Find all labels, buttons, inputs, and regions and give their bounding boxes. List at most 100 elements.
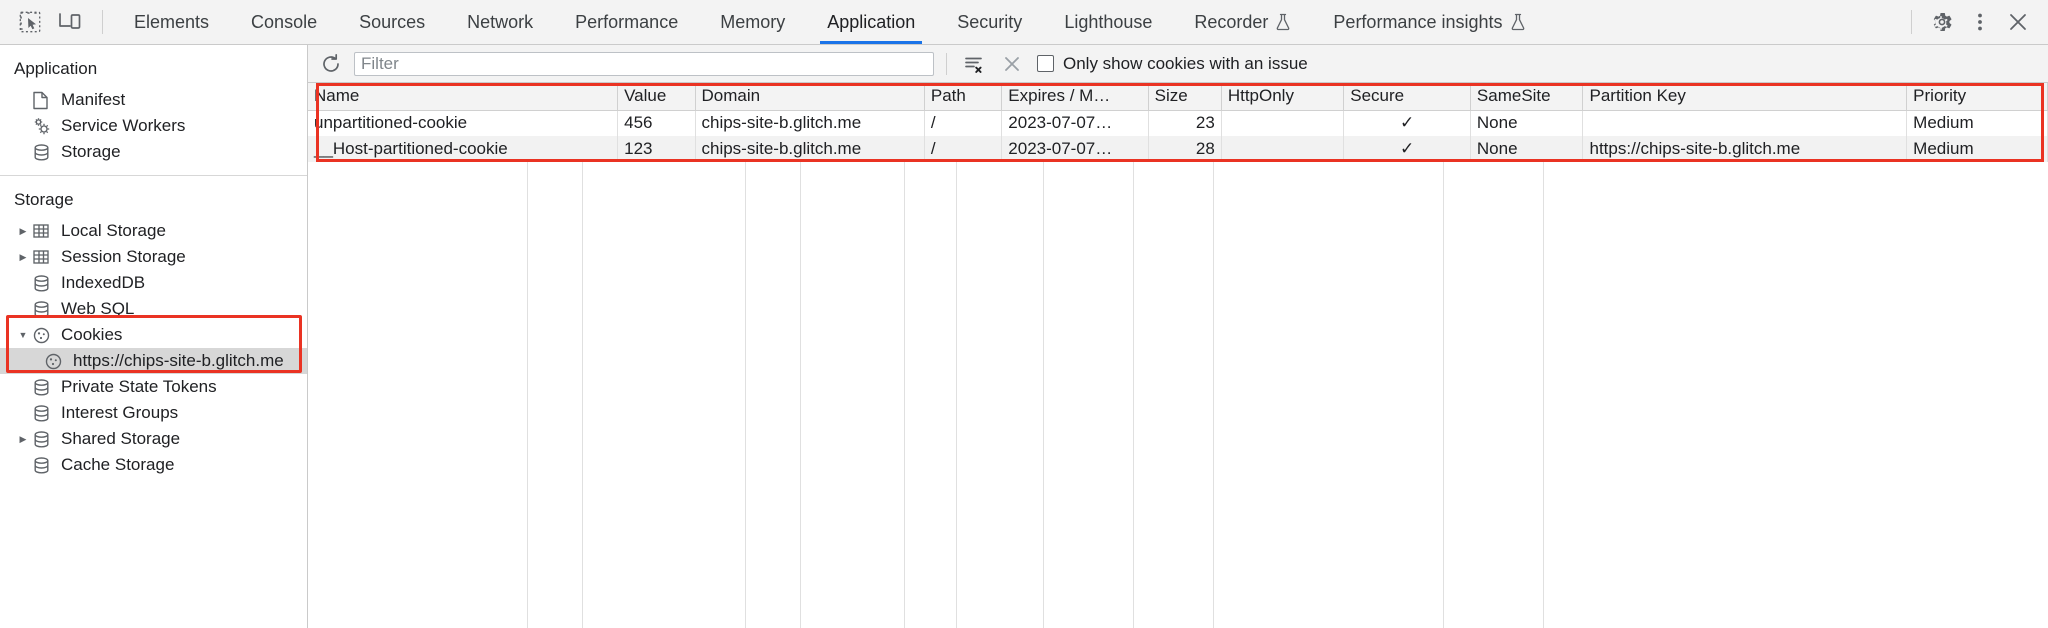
only-show-issues-checkbox-row[interactable]: Only show cookies with an issue [1037, 54, 1308, 74]
tab-memory-label: Memory [720, 11, 786, 32]
column-header-secure[interactable]: Secure [1343, 83, 1471, 111]
cell-expires: 2023-07-07… [1001, 110, 1149, 136]
sidebar-item-storage[interactable]: Storage [0, 139, 307, 165]
column-header-expires[interactable]: Expires / M… [1001, 83, 1149, 111]
clear-all-cookies-icon[interactable] [997, 49, 1027, 79]
sidebar-item-private-state-tokens[interactable]: ▶ Private State Tokens [0, 374, 307, 400]
storage-database-icon [32, 274, 58, 293]
tab-lighthouse-label: Lighthouse [1064, 11, 1153, 32]
toolbar-divider [946, 52, 947, 75]
storage-database-icon [32, 404, 58, 423]
cell-samesite: None [1470, 136, 1584, 162]
cell-priority: Medium [1906, 136, 2048, 162]
table-row[interactable]: unpartitioned-cookie 456 chips-site-b.gl… [308, 110, 2048, 136]
experiment-flask-icon [1510, 13, 1526, 31]
cell-name: __Host-partitioned-cookie [308, 136, 619, 162]
column-header-partition-key[interactable]: Partition Key [1582, 83, 1908, 111]
tab-performance-insights-label: Performance insights [1333, 11, 1503, 32]
sidebar-item-cookie-origin[interactable]: https://chips-site-b.glitch.me [0, 348, 307, 374]
sidebar-item-cookies[interactable]: ▼ Cookies [0, 322, 307, 348]
table-row[interactable]: __Host-partitioned-cookie 123 chips-site… [308, 136, 2048, 162]
sidebar-item-cookie-origin-label: https://chips-site-b.glitch.me [73, 351, 284, 370]
application-section-title: Application [14, 59, 98, 78]
column-header-domain[interactable]: Domain [695, 83, 925, 111]
filter-input[interactable]: Filter [354, 51, 934, 76]
column-header-httponly[interactable]: HttpOnly [1221, 83, 1345, 111]
column-header-samesite[interactable]: SameSite [1470, 83, 1584, 111]
cookies-table[interactable]: Name Value Domain Path Expires / M… Size… [308, 83, 2048, 162]
tab-memory[interactable]: Memory [699, 0, 806, 44]
settings-gear-icon[interactable] [1924, 4, 1960, 40]
tab-recorder[interactable]: Recorder [1173, 0, 1312, 44]
application-sidebar: Application Manifest [0, 45, 308, 628]
service-workers-gears-icon [32, 116, 58, 136]
sidebar-item-indexeddb[interactable]: ▶ IndexedDB [0, 270, 307, 296]
chevron-right-icon[interactable]: ▶ [19, 433, 27, 444]
tab-application[interactable]: Application [806, 0, 936, 44]
tab-recorder-label: Recorder [1194, 11, 1269, 32]
sidebar-item-interest-groups[interactable]: ▶ Interest Groups [0, 400, 307, 426]
sidebar-item-manifest-label: Manifest [61, 90, 126, 109]
sidebar-item-cache-storage[interactable]: ▶ Cache Storage [0, 452, 307, 478]
more-options-icon[interactable] [1962, 4, 1998, 40]
sidebar-item-web-sql[interactable]: ▶ Web SQL [0, 296, 307, 322]
clear-filters-icon[interactable] [959, 49, 989, 79]
devtools-body: Application Manifest [0, 45, 2048, 628]
only-show-issues-label: Only show cookies with an issue [1063, 53, 1308, 73]
tab-performance-label: Performance [575, 11, 679, 32]
sidebar-item-shared-storage-label: Shared Storage [61, 429, 181, 448]
experiment-flask-icon [1275, 13, 1291, 31]
sidebar-item-cookies-label: Cookies [61, 325, 123, 344]
column-header-size[interactable]: Size [1148, 83, 1222, 111]
cell-httponly [1221, 110, 1345, 136]
close-devtools-icon[interactable] [2000, 4, 2036, 40]
tab-performance[interactable]: Performance [554, 0, 699, 44]
cell-priority: Medium [1906, 110, 2048, 136]
column-header-path[interactable]: Path [924, 83, 1003, 111]
sidebar-item-local-storage[interactable]: ▶ Local Storage [0, 218, 307, 244]
chevron-right-icon[interactable]: ▶ [19, 225, 27, 236]
refresh-icon[interactable] [316, 49, 346, 79]
sidebar-item-shared-storage[interactable]: ▶ Shared Storage [0, 426, 307, 452]
tabbar-tabs: Elements Console Sources Network Perform… [113, 0, 1901, 44]
tab-lighthouse[interactable]: Lighthouse [1043, 0, 1173, 44]
tab-elements[interactable]: Elements [113, 0, 230, 44]
table-grid-icon [32, 222, 58, 240]
column-header-name[interactable]: Name [308, 83, 619, 111]
cookie-icon [44, 352, 70, 371]
devtools-tabbar: Elements Console Sources Network Perform… [0, 0, 2048, 45]
sidebar-item-manifest[interactable]: Manifest [0, 87, 307, 113]
device-toolbar-icon[interactable] [52, 4, 88, 40]
tab-console[interactable]: Console [230, 0, 338, 44]
tab-performance-insights[interactable]: Performance insights [1312, 0, 1546, 44]
sidebar-item-web-sql-label: Web SQL [61, 299, 135, 318]
storage-database-icon [32, 300, 58, 319]
tab-sources[interactable]: Sources [338, 0, 446, 44]
column-header-priority[interactable]: Priority [1906, 83, 2048, 111]
sidebar-item-cache-storage-label: Cache Storage [61, 455, 175, 474]
tab-security[interactable]: Security [936, 0, 1043, 44]
column-header-value[interactable]: Value [617, 83, 696, 111]
cell-partition-key: https://chips-site-b.glitch.me [1582, 136, 1908, 162]
cookies-toolbar: Filter Only show cookies with an [308, 45, 2048, 83]
cookies-table-wrap: Name Value Domain Path Expires / M… Size… [308, 83, 2048, 628]
tab-network[interactable]: Network [446, 0, 554, 44]
cookies-panel: Filter Only show cookies with an [308, 45, 2048, 628]
cell-path: / [924, 110, 1003, 136]
sidebar-item-service-workers[interactable]: Service Workers [0, 113, 307, 139]
sidebar-item-indexeddb-label: IndexedDB [61, 273, 146, 292]
cell-name: unpartitioned-cookie [308, 110, 619, 136]
sidebar-item-session-storage[interactable]: ▶ Session Storage [0, 244, 307, 270]
cell-partition-key [1582, 110, 1908, 136]
chevron-right-icon[interactable]: ▶ [19, 251, 27, 262]
tab-elements-label: Elements [134, 11, 210, 32]
sidebar-item-service-workers-label: Service Workers [61, 116, 186, 135]
chevron-down-icon[interactable]: ▼ [18, 330, 28, 340]
storage-database-icon [32, 378, 58, 397]
empty-grid-columns [308, 162, 2048, 628]
cell-value: 456 [617, 110, 696, 136]
tab-application-label: Application [827, 11, 916, 32]
only-show-issues-checkbox[interactable] [1037, 55, 1054, 72]
cell-secure: ✓ [1343, 136, 1471, 162]
inspect-element-icon[interactable] [12, 4, 48, 40]
